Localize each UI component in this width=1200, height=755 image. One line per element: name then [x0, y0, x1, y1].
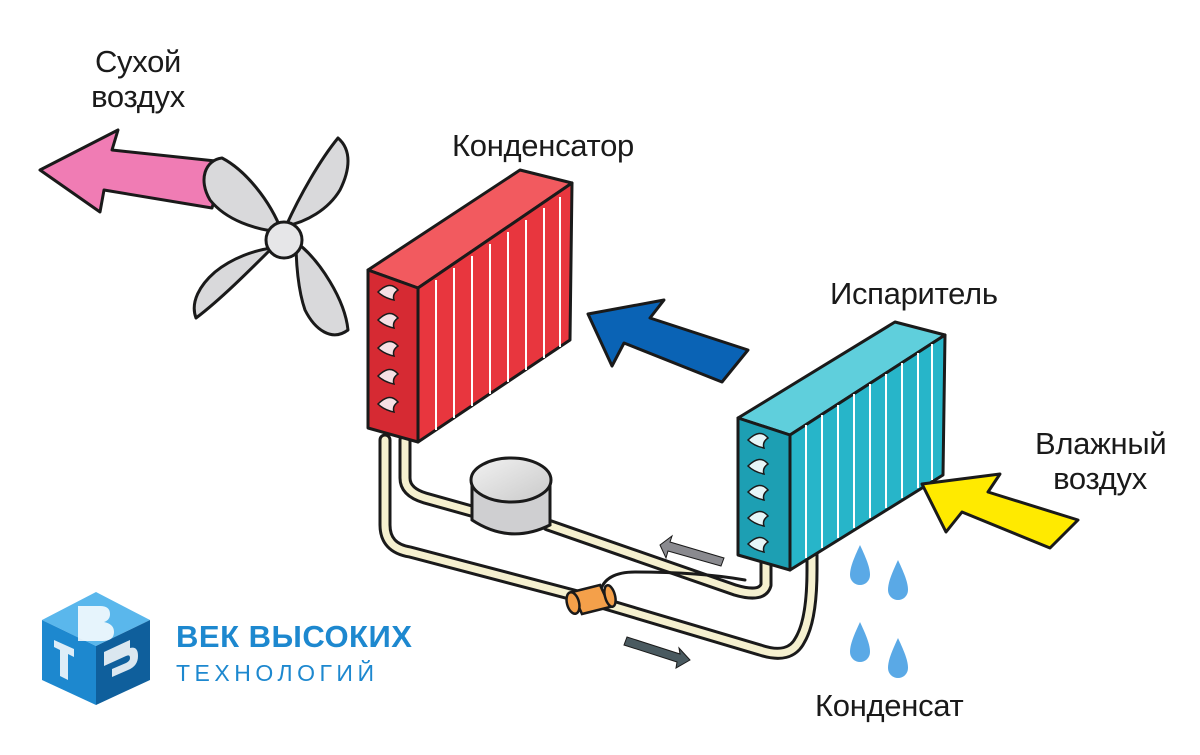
- condenser-label: Конденсатор: [452, 128, 634, 163]
- evaporator-label: Испаритель: [830, 276, 998, 311]
- brand-logo-icon: [42, 592, 150, 705]
- evaporator-coil: [736, 320, 947, 572]
- internal-airflow-arrow: [586, 298, 750, 384]
- fan-icon: [192, 136, 350, 337]
- humid-air-label-line2: воздух: [1053, 461, 1147, 496]
- expansion-valve: [565, 583, 617, 616]
- evaporator-fins: [805, 344, 933, 558]
- condenser-coil: [366, 168, 574, 444]
- dry-air-label: Сухой воздух: [78, 44, 198, 114]
- flow-arrow-gray: [659, 534, 725, 567]
- humid-air-arrow: [920, 472, 1080, 550]
- water-drops-icon: [850, 545, 908, 678]
- condenser-fins: [435, 197, 561, 430]
- humid-air-label-line1: Влажный: [1035, 426, 1167, 461]
- dry-air-label-line1: Сухой: [94, 44, 182, 79]
- compressor: [469, 456, 553, 536]
- brand-name-line2: ТЕХНОЛОГИЙ: [176, 660, 379, 686]
- brand-name-line1: ВЕК ВЫСОКИХ: [176, 619, 413, 654]
- humid-air-label: Влажный воздух: [1035, 426, 1167, 496]
- dry-air-arrow: [38, 128, 227, 214]
- dry-air-label-line2: воздух: [91, 79, 185, 114]
- flow-arrow-dark: [623, 636, 691, 669]
- refrigerant-piping: [378, 433, 819, 660]
- condenser-tube-bends: [376, 284, 400, 413]
- evaporator-tube-bends: [746, 432, 770, 553]
- condensate-label: Конденсат: [815, 688, 964, 723]
